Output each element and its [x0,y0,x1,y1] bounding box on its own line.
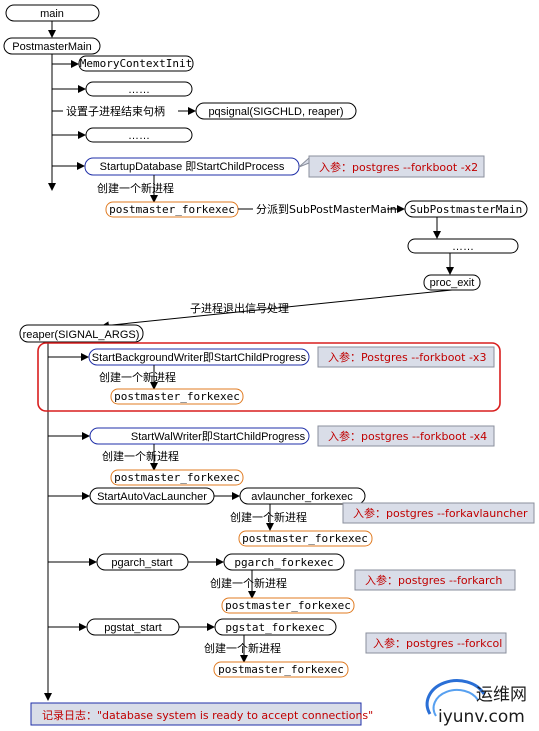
node-memory-context-init-label: MemoryContextInit [80,57,193,70]
node-forkexec2-label: postmaster_forkexec [114,390,240,403]
label-create-proc-1: 创建一个新进程 [97,181,174,195]
node-forkexec1-label: postmaster_forkexec [109,203,235,216]
node-pgarch-forkexec-label: pgarch_forkexec [234,556,333,569]
node-dots3 [407,238,519,254]
log-message-box [30,702,362,726]
callout-startup: 入参：postgres --forkboot -x2 [298,155,485,178]
watermark-arc-icon [425,679,486,715]
node-start-autovac-label: StartAutoVacLauncher [97,491,207,503]
label-child-exit: 子进程退出信号处理 [190,301,289,315]
callout-walwriter-text: 入参：postgres --forkboot -x4 [328,429,487,443]
label-create-proc-4: 创建一个新进程 [230,510,307,524]
node-main-label: main [40,8,64,20]
node-pgstat-start-label: pgstat_start [104,622,161,634]
watermark-line1: 运维网 [476,685,527,705]
node-proc-exit-label: proc_exit [430,277,475,289]
node-pqsignal [195,102,357,120]
node-memory-context-init [78,55,194,72]
node-forkexec4 [238,530,373,547]
label-create-proc-2: 创建一个新进程 [99,370,176,384]
node-dots1-label: …… [128,84,150,96]
node-postmaster-main-label: PostmasterMain [12,41,91,53]
callout-autovac-text: 入参：postgres --forkavlauncher [353,506,528,520]
node-dots2-label: …… [128,130,150,142]
node-pgarch-start-label: pgarch_start [111,557,172,569]
node-dots3-label: …… [452,241,474,253]
callout-pgstat-text: 入参：postgres --forkcol [373,636,502,650]
callout-bgwriter: 入参：Postgres --forkboot -x3 [317,346,495,368]
node-dots2 [85,127,193,143]
node-forkexec6-label: postmaster_forkexec [218,663,344,676]
label-create-proc-3: 创建一个新进程 [102,449,179,463]
node-pqsignal-label: pqsignal(SIGCHLD, reaper) [208,106,343,118]
highlight-bgwriter [37,342,501,412]
node-dots1 [85,81,193,97]
node-start-bg-writer-label: StartBackgroundWriter即StartChildProgress [92,352,307,364]
node-reaper [19,324,144,343]
node-pgstat-forkexec [214,618,337,636]
label-create-proc-6: 创建一个新进程 [204,641,281,655]
node-forkexec3-label: postmaster_forkexec [114,471,240,484]
watermark-logo: 运维网 iyunv.com [425,679,527,727]
node-start-wal-writer [89,427,310,445]
log-message-text: 记录日志："database system is ready to accept… [42,709,373,722]
node-forkexec3 [110,469,244,486]
node-pgstat-forkexec-label: pgstat_forkexec [225,621,324,634]
node-startup-database-label: StartupDatabase 即StartChildProcess [100,161,285,173]
callout-bgwriter-text: 入参：Postgres --forkboot -x3 [328,350,486,364]
node-sub-postmaster-main-label: SubPostmasterMain [410,203,523,216]
node-start-bg-writer [88,348,310,366]
node-forkexec2 [110,388,244,405]
node-avlauncher-forkexec-label: avlauncher_forkexec [251,491,353,503]
callout-walwriter: 入参：postgres --forkboot -x4 [317,425,495,447]
callout-autovac: 入参：postgres --forkavlauncher [342,502,535,524]
node-start-wal-writer-label: StartWalWriter即StartChildProgress [131,431,306,443]
label-set-handler: 设置子进程结束句柄 [66,105,165,118]
callout-startup-text: 入参：postgres --forkboot -x2 [319,160,478,174]
node-forkexec4-label: postmaster_forkexec [242,532,368,545]
node-avlauncher-forkexec [239,487,366,505]
node-pgarch-forkexec [223,553,345,571]
label-dispatch: 分派到SubPostMasterMain [256,203,397,216]
node-reaper-label: reaper(SIGNAL_ARGS) [23,329,140,341]
watermark-line2: iyunv.com [438,707,525,727]
node-forkexec5 [221,597,355,614]
node-forkexec6 [213,661,349,678]
label-create-proc-5: 创建一个新进程 [210,576,287,590]
callout-pgarch-text: 入参：postgres --forkarch [365,573,502,587]
callout-pgstat: 入参：postgres --forkcol [365,632,507,654]
node-forkexec5-label: postmaster_forkexec [225,599,351,612]
callout-pgarch: 入参：postgres --forkarch [354,569,516,591]
node-sub-postmaster-main [404,200,528,218]
edge-procexit-reaper [101,289,453,330]
